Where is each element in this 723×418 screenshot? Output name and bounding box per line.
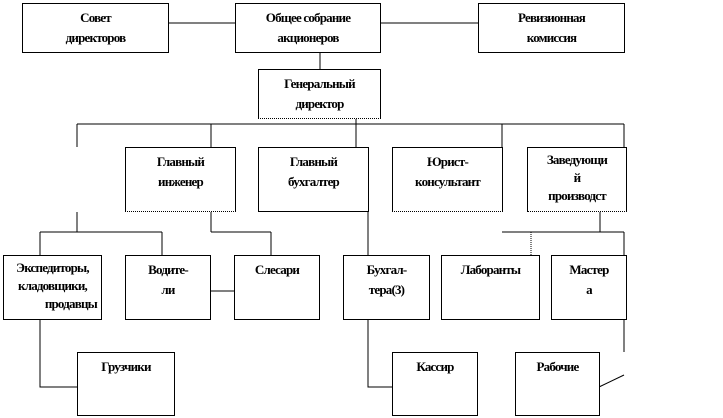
label: директоров [65, 30, 127, 45]
node-ceo: Генеральный директор [258, 69, 381, 119]
label: продавцы [44, 296, 98, 311]
label: Совет [80, 10, 112, 25]
node-workers: Рабочие [515, 352, 600, 416]
label: Слесари [254, 262, 300, 277]
node-lab-assistants: Лаборанты [441, 255, 540, 320]
node-masters: Мастер а [551, 255, 627, 320]
label: й [573, 170, 582, 185]
label: инженер [158, 174, 204, 189]
label: Генеральный [284, 76, 355, 91]
node-chief-engineer: Главный инженер [125, 147, 236, 212]
label: Экспедиторы, [16, 260, 89, 275]
node-chief-accountant: Главный бухгалтер [258, 147, 369, 212]
label: Главный [156, 154, 205, 169]
label: директор [295, 96, 344, 111]
label: Заведующи [546, 152, 608, 167]
label: Водите- [148, 262, 189, 277]
node-forwarders: Экспедиторы, кладовщики, продавцы [3, 255, 102, 320]
label: Грузчики [101, 359, 151, 374]
node-loaders: Грузчики [77, 352, 175, 416]
label: Лаборанты [460, 262, 521, 277]
node-board: Совет директоров [22, 3, 169, 53]
node-accountants: Бухгал-тера(3) [343, 255, 430, 320]
label: Ревизионная [518, 10, 586, 25]
label: Кассир [416, 359, 454, 374]
node-cashier: Кассир [392, 352, 478, 416]
label: Бухгал- [366, 262, 408, 277]
node-shareholders-meeting: Общее собрание акционеров [235, 3, 381, 53]
label: Рабочие [536, 359, 580, 374]
label: Главный [289, 154, 338, 169]
label: консультант [415, 174, 481, 189]
label: тера(3) [368, 282, 405, 297]
label: кладовщики, [18, 278, 88, 293]
node-lawyer: Юрист-консультант [392, 147, 503, 212]
label: ли [161, 282, 175, 297]
label: комиссия [526, 30, 577, 45]
label: акционеров [277, 30, 339, 45]
label: производст [548, 188, 607, 203]
node-audit-commission: Ревизионная комиссия [478, 3, 625, 53]
label: бухгалтер [287, 174, 340, 189]
node-drivers: Водите-ли [125, 255, 211, 320]
node-production-head: Заведующи й производст [527, 147, 627, 212]
label: Мастер [569, 262, 609, 277]
node-mechanics: Слесари [234, 255, 320, 320]
label: а [586, 282, 593, 297]
label: Юрист- [426, 154, 469, 169]
label: Общее собрание [265, 10, 351, 25]
